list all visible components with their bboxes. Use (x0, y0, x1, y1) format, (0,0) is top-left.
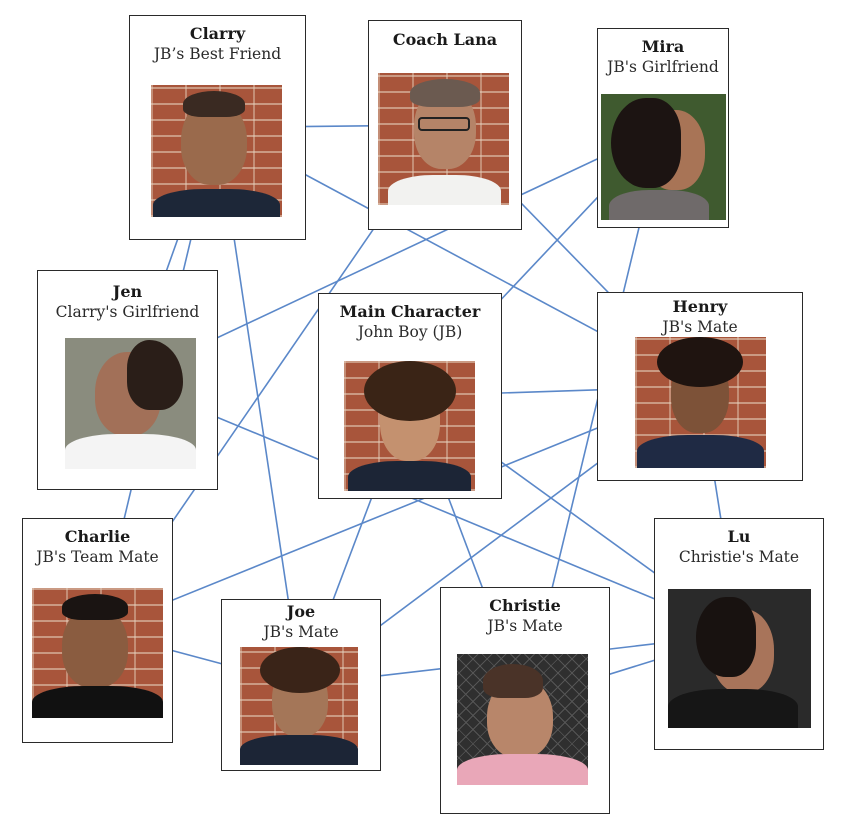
card-name: Main Character (339, 302, 481, 321)
card-name: Lu (727, 527, 751, 546)
card-jen[interactable]: Jen Clarry's Girlfriend (37, 270, 218, 490)
card-role: JB's Mate (263, 623, 339, 641)
card-role: JB's Girlfriend (607, 58, 719, 76)
card-main-character[interactable]: Main Character John Boy (JB) (318, 293, 502, 499)
portrait-coach-lana (378, 73, 509, 205)
card-christie[interactable]: Christie JB's Mate (440, 587, 610, 814)
card-name: Christie (489, 596, 561, 615)
portrait-charlie (32, 588, 163, 718)
portrait-clarry (151, 85, 282, 217)
portrait-mira (601, 94, 726, 220)
portrait-jen (65, 338, 196, 469)
portrait-joe (240, 647, 358, 765)
card-name: Coach Lana (392, 30, 498, 49)
card-name: Henry (672, 297, 728, 316)
card-name: Mira (641, 37, 685, 56)
card-role: JB's Team Mate (36, 548, 159, 566)
card-name: Charlie (64, 527, 131, 546)
card-role: John Boy (JB) (357, 323, 463, 341)
card-coach-lana[interactable]: Coach Lana (368, 20, 522, 230)
portrait-main-character (344, 361, 475, 491)
portrait-christie (457, 654, 588, 785)
portrait-henry (635, 337, 766, 468)
portrait-lu (668, 589, 811, 728)
card-role: Clarry's Girlfriend (55, 303, 200, 321)
card-joe[interactable]: Joe JB's Mate (221, 599, 381, 771)
card-mira[interactable]: Mira JB's Girlfriend (597, 28, 729, 228)
card-clarry[interactable]: Clarry JB’s Best Friend (129, 15, 306, 240)
card-henry[interactable]: Henry JB's Mate (597, 292, 803, 481)
card-name: Clarry (189, 24, 246, 43)
card-role: JB’s Best Friend (153, 45, 282, 63)
card-lu[interactable]: Lu Christie's Mate (654, 518, 824, 750)
card-role: Christie's Mate (678, 548, 800, 566)
card-role: JB's Mate (487, 617, 563, 635)
card-name: Joe (286, 602, 316, 621)
card-charlie[interactable]: Charlie JB's Team Mate (22, 518, 173, 743)
connection-jen-lu (127, 379, 740, 635)
card-role: JB's Mate (662, 318, 738, 336)
card-name: Jen (112, 282, 143, 301)
